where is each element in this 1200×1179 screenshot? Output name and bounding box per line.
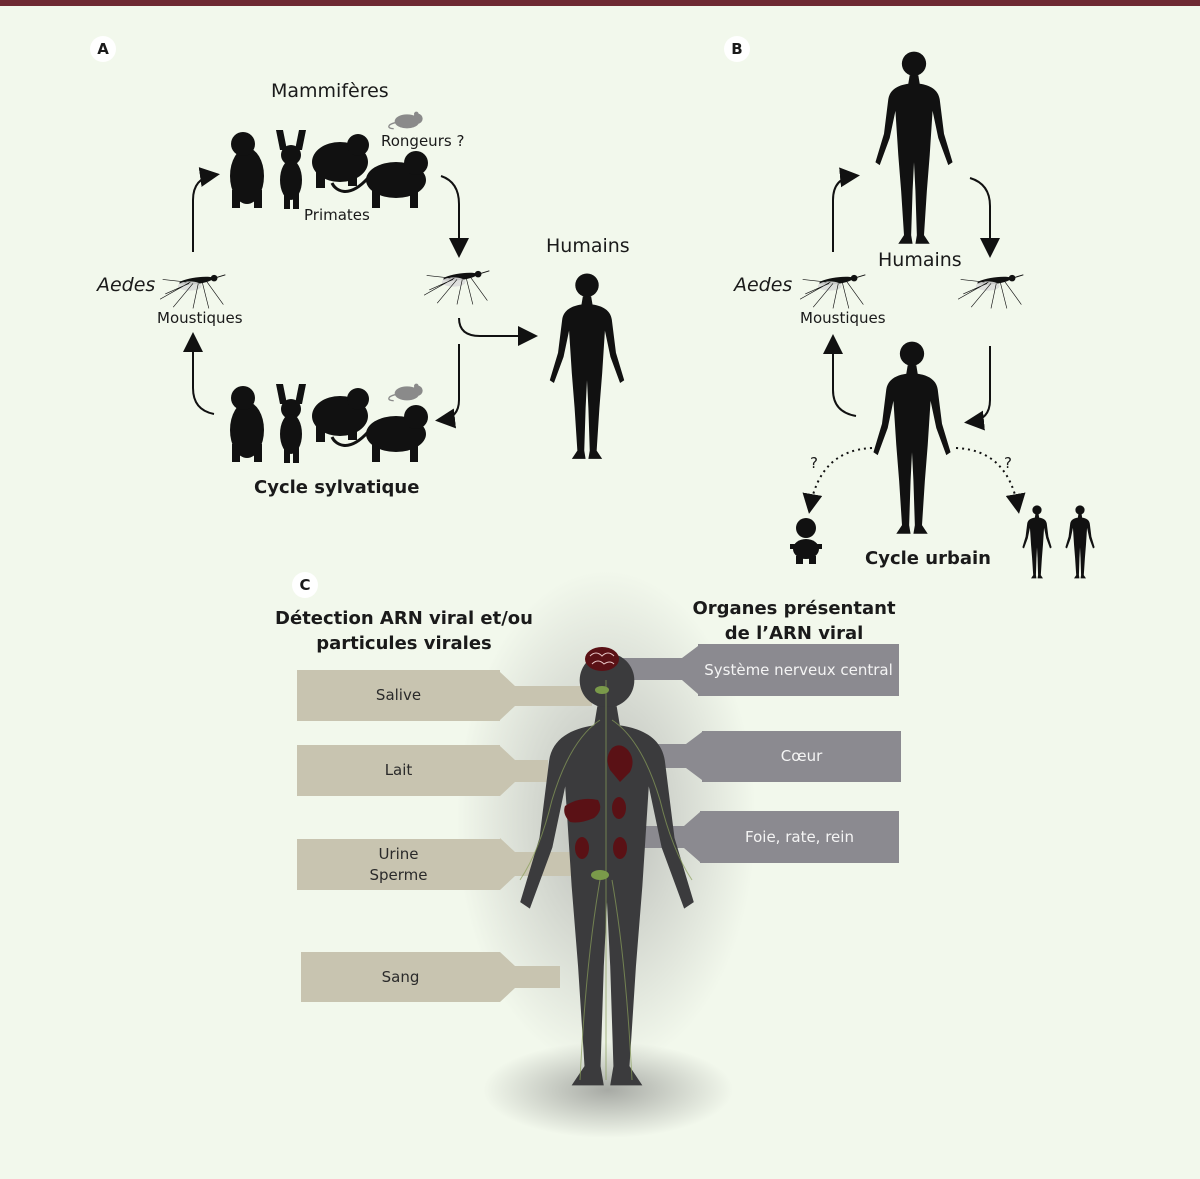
panel-b-badge: B xyxy=(724,36,750,62)
mosquito-icon xyxy=(160,274,226,309)
gorilla-icon xyxy=(312,388,369,442)
sample-box-milk: Lait xyxy=(297,745,500,796)
connector-shape xyxy=(500,952,560,1002)
organ-box-line: Cœur xyxy=(780,747,823,766)
panel-a-graphics xyxy=(160,111,625,463)
gibbon-icon xyxy=(276,130,306,209)
sample-box-line: Urine xyxy=(378,845,419,864)
organ-box-liver-spleen-kidney: Foie, rate, rein xyxy=(700,811,899,863)
humans-label: Humains xyxy=(546,235,630,257)
panel-a-badge: A xyxy=(90,36,116,62)
floor-shadow xyxy=(483,1042,733,1138)
connector-shape xyxy=(500,746,548,796)
organ-box-line: Système nerveux central xyxy=(704,660,893,679)
right-column-title-line2: de l’ARN viral xyxy=(724,623,864,644)
rodent-icon xyxy=(388,383,424,402)
humans-label: Humains xyxy=(878,249,962,271)
kidney-icon xyxy=(613,837,627,859)
question-mark-label: ? xyxy=(810,454,818,472)
lower-primates-group xyxy=(230,384,428,463)
left-column-title-line1: Détection ARN viral et/ou xyxy=(275,608,533,629)
heart-icon xyxy=(607,745,633,782)
baby-icon xyxy=(790,518,822,564)
kidney-icon xyxy=(575,837,589,859)
left-column-title-line2: particules virales xyxy=(316,633,492,654)
human-silhouette-icon xyxy=(1022,505,1052,579)
organ-box-heart: Cœur xyxy=(702,731,901,782)
question-mark-label: ? xyxy=(1004,454,1012,472)
organ-box-line: Foie, rate, rein xyxy=(745,827,854,846)
right-column-title-line1: Organes présentant xyxy=(692,598,896,619)
aedes-label: Aedes xyxy=(734,274,793,296)
sample-box-saliva: Salive xyxy=(297,670,500,721)
arrow-icon xyxy=(964,346,991,431)
aedes-label: Aedes xyxy=(97,274,156,296)
sample-box-line: Lait xyxy=(384,761,413,780)
mandrill-icon xyxy=(330,151,428,208)
arrow-icon xyxy=(458,317,538,346)
organ-box-cns: Système nerveux central xyxy=(698,644,899,696)
sample-box-line: Salive xyxy=(375,686,422,705)
liver-icon xyxy=(564,798,601,823)
sample-box-blood: Sang xyxy=(301,952,500,1002)
arrow-icon xyxy=(440,175,469,258)
baboon-icon xyxy=(230,386,264,462)
mosquitoes-label: Moustiques xyxy=(157,309,243,327)
human-silhouette-icon xyxy=(875,51,953,244)
brain-icon xyxy=(585,647,619,671)
spleen-icon xyxy=(612,797,626,819)
connector-shape xyxy=(500,672,592,720)
human-silhouette-icon xyxy=(1065,505,1095,579)
panel-b-graphics xyxy=(790,51,1095,579)
arrow-icon xyxy=(832,167,860,252)
sample-box-line: Sang xyxy=(381,967,420,986)
arrow-icon xyxy=(435,344,460,429)
rodents-label: Rongeurs ? xyxy=(381,132,465,150)
arrow-icon xyxy=(183,332,215,415)
mosquito-icon xyxy=(800,274,866,309)
panel-c-graphics xyxy=(456,570,756,1138)
gorilla-icon xyxy=(312,134,369,188)
mammals-label: Mammifères xyxy=(271,80,389,102)
baboon-icon xyxy=(230,132,264,208)
bladder-icon xyxy=(591,870,609,880)
sample-box-line: Sperme xyxy=(369,865,428,884)
human-silhouette-icon xyxy=(549,273,625,459)
urban-cycle-label: Cycle urbain xyxy=(865,548,991,569)
sylvatic-cycle-label: Cycle sylvatique xyxy=(254,477,420,498)
panel-c-badge: C xyxy=(292,572,318,598)
arrow-icon xyxy=(823,334,857,417)
primates-label: Primates xyxy=(304,206,370,224)
mandrill-icon xyxy=(330,405,428,462)
dotted-arrow-icon xyxy=(802,447,873,514)
salivary-gland-icon xyxy=(595,686,609,694)
mosquitoes-label: Moustiques xyxy=(800,309,886,327)
nerve-lines xyxy=(519,680,693,1081)
arrow-icon xyxy=(969,177,1000,258)
human-silhouette-icon xyxy=(873,341,951,534)
arrow-icon xyxy=(192,167,220,252)
mosquito-icon xyxy=(958,274,1024,309)
rodent-icon xyxy=(388,111,424,130)
top-bar xyxy=(0,0,1200,6)
mosquito-icon xyxy=(424,270,490,305)
gibbon-icon xyxy=(276,384,306,463)
connector-shape xyxy=(620,646,698,694)
upper-primates-group xyxy=(230,130,428,209)
